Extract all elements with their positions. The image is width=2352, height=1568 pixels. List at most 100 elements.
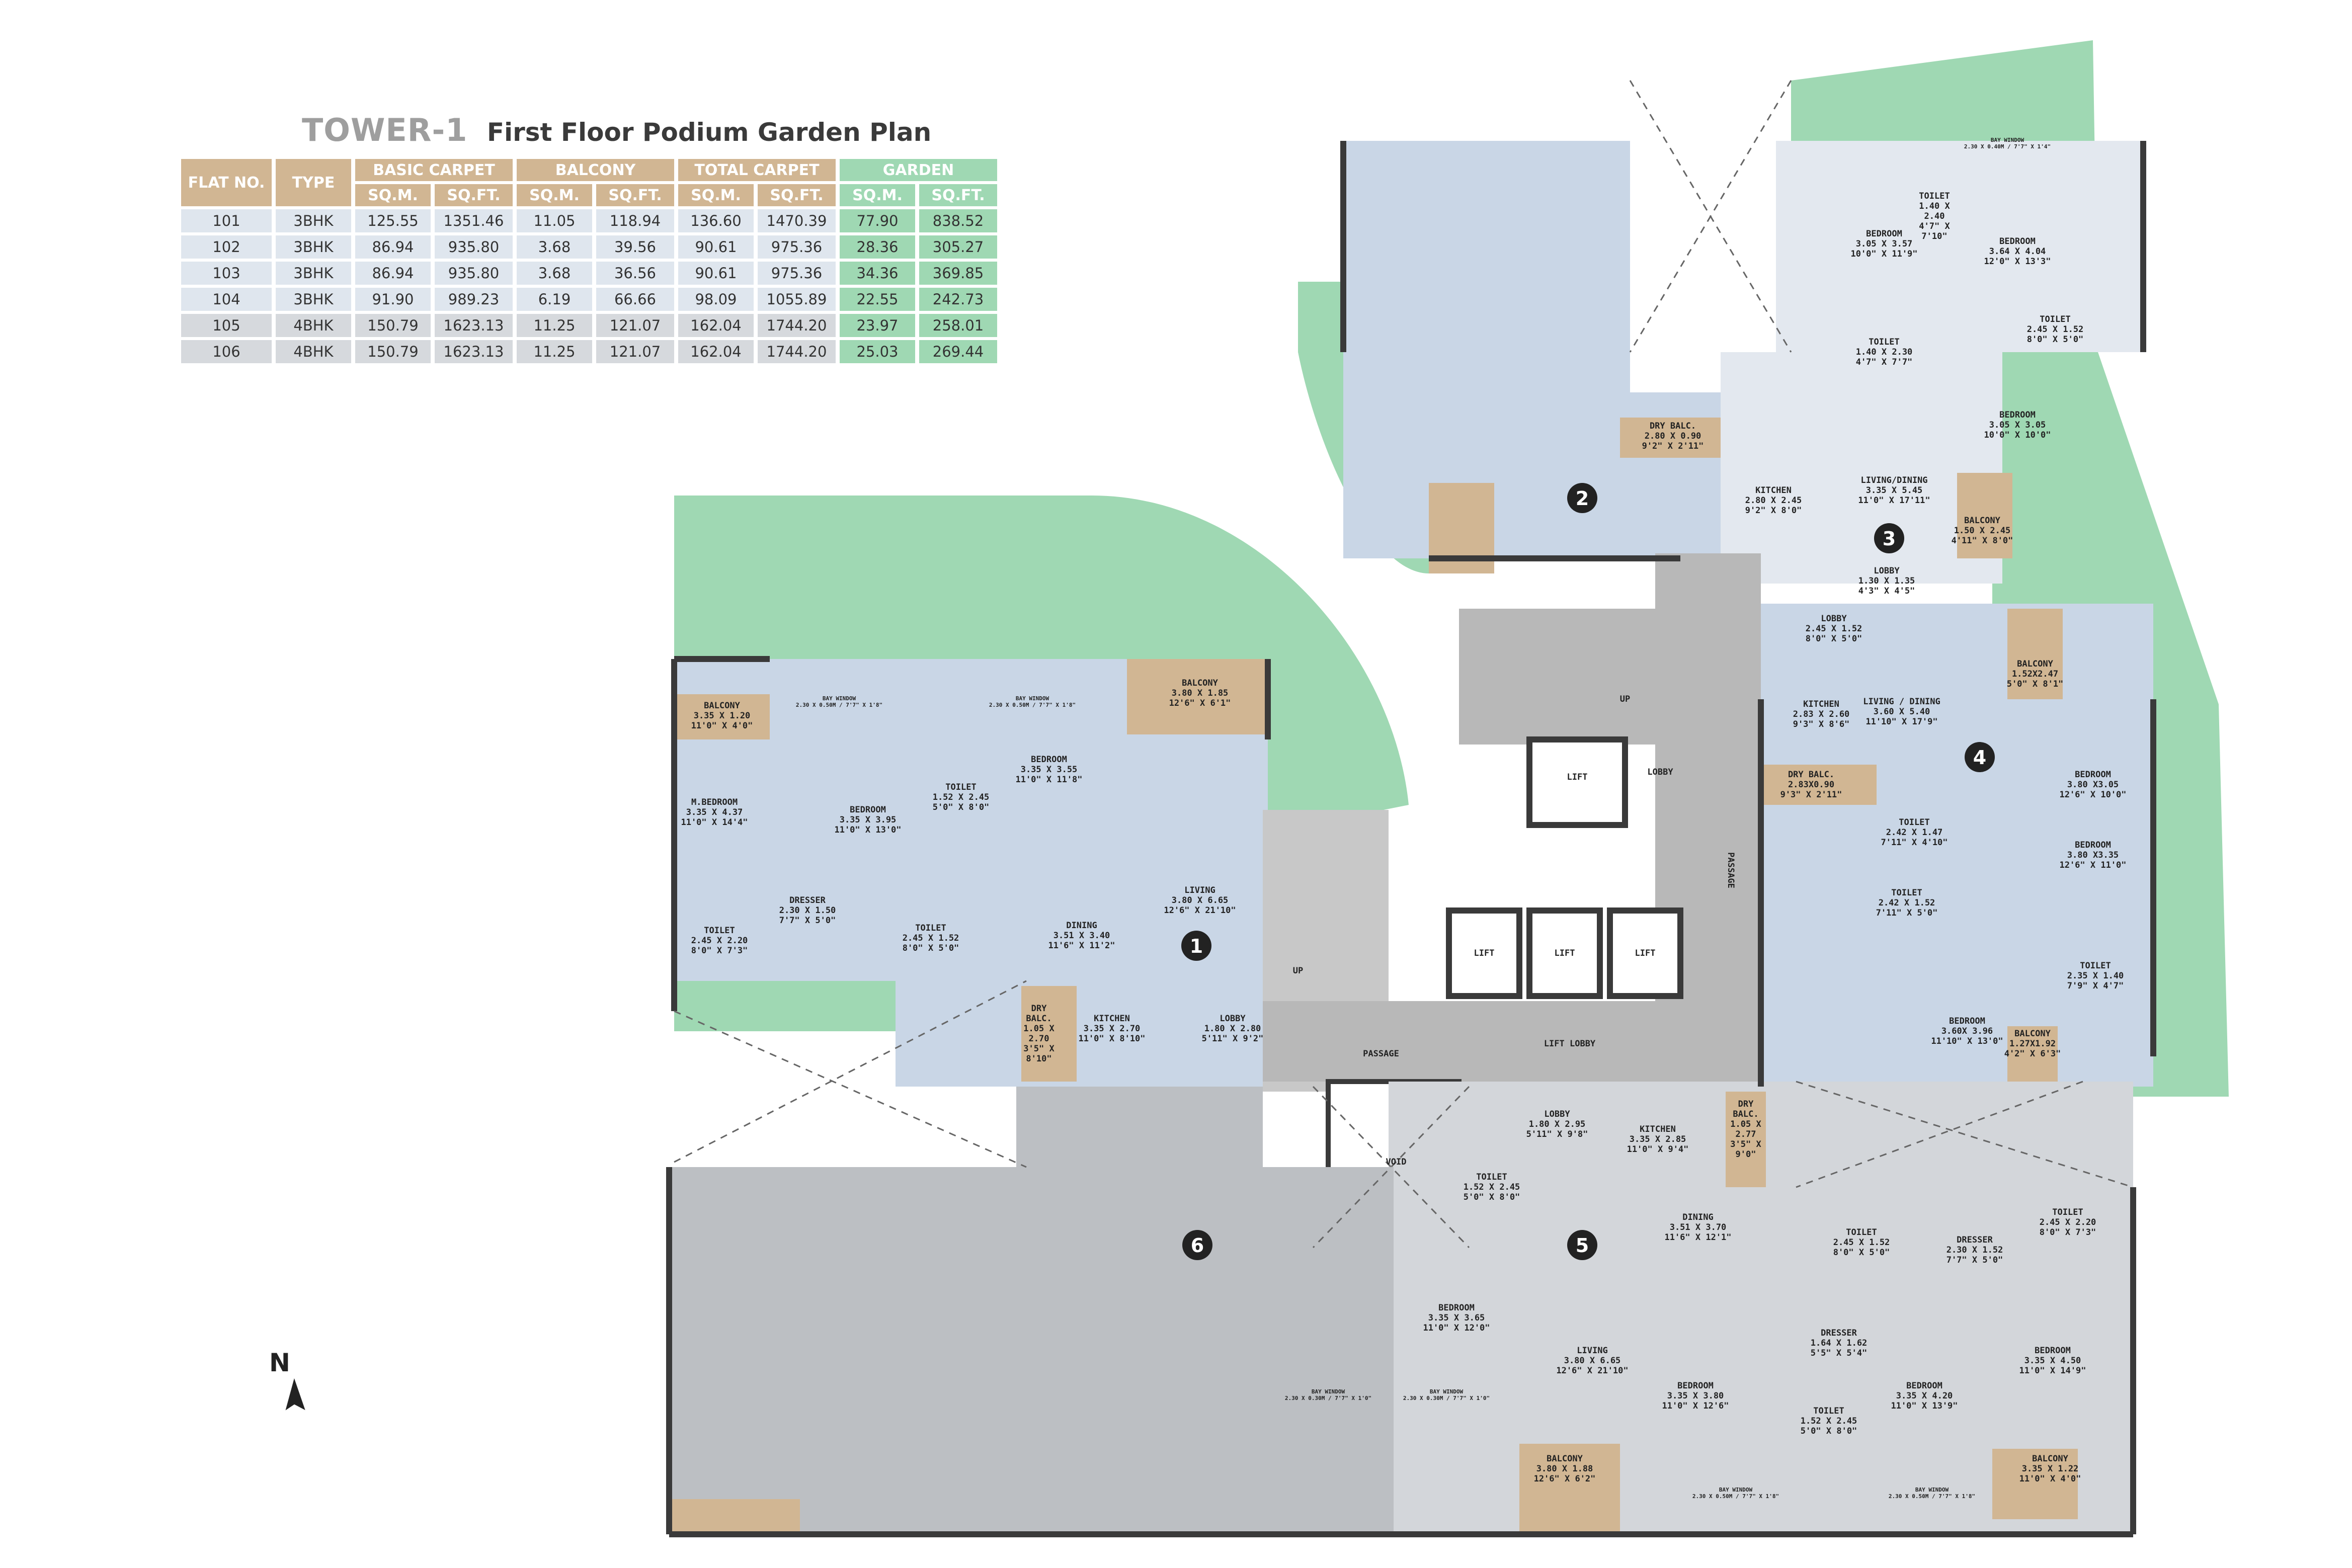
col-flat-no: FLAT NO. <box>181 159 272 206</box>
room-label-line: 4'7" X <box>1919 221 1950 231</box>
cell-tot-sqm: 90.61 <box>678 235 754 259</box>
room-label-line: 2.45 X 1.52 <box>1833 1237 1890 1248</box>
unit-4-plan <box>1761 604 2153 1087</box>
room-label-line: 5'0" X 8'0" <box>933 802 990 812</box>
cell-type: 4BHK <box>276 314 351 337</box>
room-label-line: 5'11" X 9'2" <box>1202 1034 1264 1044</box>
room-label-line: 5'0" X 8'1" <box>2007 679 2064 689</box>
room-label-line: LIVING <box>1577 1346 1607 1356</box>
room-label-line: 12'6" X 11'0" <box>2059 860 2126 870</box>
cell-bal-sqm: 11.25 <box>517 340 592 363</box>
room-label-line: 7'11" X 5'0" <box>1876 908 1938 918</box>
room-label-line: 3.35 X 3.55 <box>1021 765 1078 775</box>
room-label-line: 11'0" X 4'0" <box>691 721 753 731</box>
cell-type: 3BHK <box>276 288 351 311</box>
col-garden: GARDEN <box>840 159 997 181</box>
cell-gar-sqm: 28.36 <box>840 235 915 259</box>
room-label-line: 11'0" X 11'8" <box>1015 775 1082 785</box>
room-label-line: 7'10" <box>1921 231 1947 241</box>
room-label-line: 2.30 X 1.52 <box>1947 1245 2003 1255</box>
room-label-line: KITCHEN <box>1640 1124 1676 1134</box>
room-label-line: LIVING/DINING <box>1860 475 1927 485</box>
room-label-line: M.BEDROOM <box>691 797 738 807</box>
unit-1-plan <box>674 659 1268 1087</box>
room-label-line: TOILET <box>915 923 946 933</box>
room-label-line: DRY BALC. <box>1788 770 1834 780</box>
room-label-line: 9'2" X 2'11" <box>1642 441 1704 451</box>
room-label-line: LIVING <box>1184 885 1215 895</box>
room-label-line: 9'3" X 2'11" <box>1780 790 1842 800</box>
room-label-line: 3.35 X 1.20 <box>694 711 751 721</box>
room-label-line: BALC. <box>1026 1014 1051 1024</box>
cell-type: 3BHK <box>276 235 351 259</box>
cell-type: 3BHK <box>276 262 351 285</box>
cell-flat: 106 <box>181 340 272 363</box>
room-label-line: 1.52 X 2.45 <box>1464 1182 1520 1192</box>
room-label-line: 10'0" X 11'9" <box>1850 249 1917 259</box>
cell-basic-sqft: 1623.13 <box>435 340 513 363</box>
room-label-line: 1.80 X 2.95 <box>1529 1119 1586 1129</box>
room-label-line: 5'11" X 9'8" <box>1526 1129 1588 1139</box>
room-label-line: 3.35 X 3.80 <box>1667 1391 1724 1401</box>
room-label-line: 7'7" X 5'0" <box>779 916 836 926</box>
cell-gar-sqft: 369.85 <box>919 262 997 285</box>
cell-tot-sqft: 1470.39 <box>758 209 836 232</box>
room-label-line: TOILET <box>1869 337 1899 347</box>
room-label-line: 2.83X0.90 <box>1788 780 1834 790</box>
room-label-line: TOILET <box>1919 191 1950 201</box>
room-label-line: 10'0" X 10'0" <box>1984 430 2051 440</box>
room-label-line: 1.52 X 2.45 <box>1801 1416 1857 1426</box>
cell-bal-sqft: 121.07 <box>596 340 674 363</box>
cell-flat: 104 <box>181 288 272 311</box>
cell-tot-sqft: 975.36 <box>758 235 836 259</box>
cell-gar-sqft: 242.73 <box>919 288 997 311</box>
cell-tot-sqft: 1055.89 <box>758 288 836 311</box>
room-label-line: TOILET <box>1899 817 1929 828</box>
room-label-line: 3.60X 3.96 <box>1941 1026 1993 1036</box>
cell-tot-sqft: 975.36 <box>758 262 836 285</box>
room-label-line: TOILET <box>704 926 735 936</box>
cell-basic-sqm: 86.94 <box>355 262 431 285</box>
cell-bal-sqm: 3.68 <box>517 262 592 285</box>
cell-basic-sqft: 935.80 <box>435 235 513 259</box>
col-basic-carpet: BASIC CARPET <box>355 159 513 181</box>
bay-window-dims: 2.30 X 0.50M / 7'7" X 1'8" <box>796 702 882 708</box>
cell-flat: 101 <box>181 209 272 232</box>
room-label-line: 4'7" X 7'7" <box>1856 357 1913 367</box>
room-label-line: LOBBY <box>1220 1014 1246 1024</box>
room-label-line: BALCONY <box>2014 1029 2051 1039</box>
room-label-line: 2.70 <box>1029 1034 1049 1044</box>
room-label-line: 11'0" X 8'10" <box>1078 1034 1145 1044</box>
room-label-line: 2.30 X 1.50 <box>779 905 836 916</box>
room-label-line: 4'2" X 6'3" <box>2004 1049 2061 1059</box>
room-label-line: DRY BALC. <box>1650 421 1696 431</box>
room-label-line: LIVING / DINING <box>1863 697 1940 707</box>
room-label-line: 1.05 X <box>1730 1119 1761 1129</box>
room-label-line: 3.80 X3.35 <box>2067 850 2119 860</box>
room-label-line: 11'0" X 4'0" <box>2019 1474 2081 1484</box>
room-label-line: 3'5" X <box>1023 1044 1055 1054</box>
cell-gar-sqm: 34.36 <box>840 262 915 285</box>
room-label-line: 1.50 X 2.45 <box>1954 526 2011 536</box>
room-label-line: 11'6" X 12'1" <box>1664 1232 1731 1243</box>
col-total-carpet: TOTAL CARPET <box>678 159 836 181</box>
unit-markers: 1 2 3 4 5 6 <box>1181 483 1995 1260</box>
